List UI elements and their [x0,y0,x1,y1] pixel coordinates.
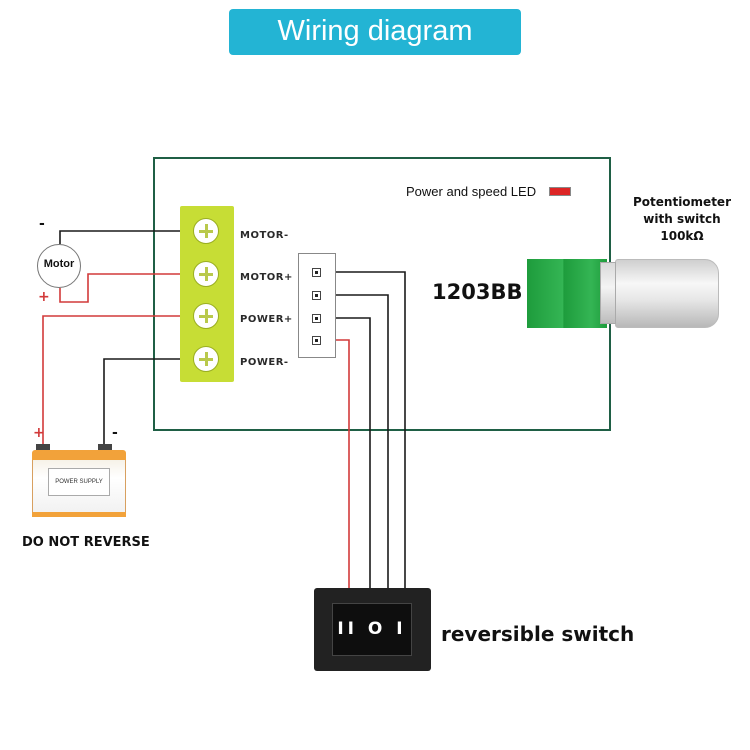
screw-terminal-power-minus [193,346,219,372]
battery-post-plus [36,444,50,450]
polarity-warning: DO NOT REVERSE [22,535,150,550]
potentiometer-label-line2: with switch [643,212,721,226]
switch-label: reversible switch [441,622,635,646]
motor-icon [37,244,81,288]
potentiometer-body [527,259,607,328]
potentiometer-knob[interactable] [615,259,719,328]
screw-terminal-power-plus [193,303,219,329]
wire-switch-2 [318,294,389,590]
wire-switch-3 [318,317,371,590]
board-model: 1203BB [432,280,523,304]
battery-minus-sign: - [112,425,118,441]
potentiometer-label-line1: Potentiometer [633,195,731,209]
motor-minus-sign: - [39,216,45,232]
led-indicator [549,187,571,196]
connector-pin [312,291,321,300]
switch-rocker[interactable] [332,603,412,656]
battery-plus-sign: + [33,425,45,441]
wire-motor-plus [59,273,207,303]
wire-switch-4 [318,339,350,590]
battery-lid [32,450,126,460]
screw-terminal-motor-plus [193,261,219,287]
connector-pin [312,314,321,323]
motor-label: Motor [43,258,75,270]
power-supply-label: POWER SUPPLY [48,468,110,496]
battery-strip [32,512,126,517]
switch-position-glyphs: II O I [337,619,407,639]
potentiometer-nut [600,262,616,324]
battery-post-minus [98,444,112,450]
terminal-label-motor-plus: MOTOR+ [240,272,293,283]
screw-terminal-motor-minus [193,218,219,244]
wire-power-plus [42,315,207,446]
terminal-label-motor-minus: MOTOR- [240,230,289,241]
connector-pin [312,268,321,277]
diagram-title: Wiring diagram [229,9,521,55]
wire-power-minus [103,358,207,446]
motor-plus-sign: + [38,289,50,305]
terminal-label-power-minus: POWER- [240,357,289,368]
switch-connector [298,253,336,358]
connector-pin [312,336,321,345]
led-label: Power and speed LED [406,184,537,199]
wire-switch-1 [318,271,406,590]
potentiometer-label-line3: 100kΩ [660,229,704,243]
potentiometer-label: Potentiometer with switch 100kΩ [626,194,738,245]
terminal-block [180,206,234,382]
wire-motor-minus [59,230,207,244]
terminal-label-power-plus: POWER+ [240,314,293,325]
